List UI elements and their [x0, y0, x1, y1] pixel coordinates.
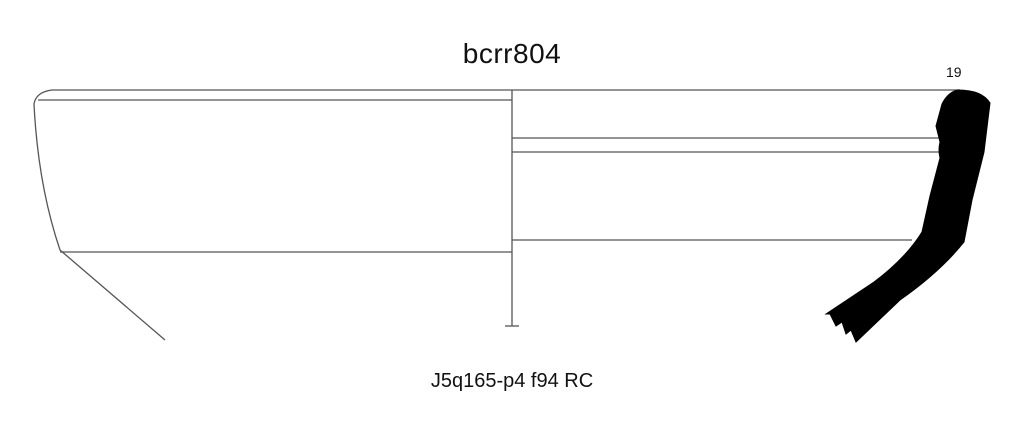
drawing-title: bcrr804 — [462, 38, 562, 69]
vessel-number: 19 — [946, 64, 962, 80]
exterior-outline — [33, 89, 166, 341]
wall-section-profile — [824, 89, 991, 343]
specimen-caption: J5q165-p4 f94 RC — [430, 370, 594, 392]
